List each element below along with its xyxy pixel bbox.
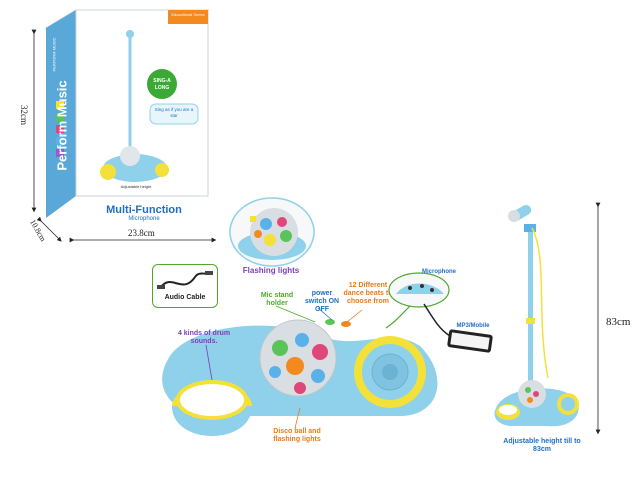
flashing-lights-label: Flashing lights: [242, 266, 300, 275]
mic-stand-holder-label: Mic stand holder: [260, 292, 294, 307]
box-badge-line-2: LONG: [154, 85, 170, 91]
audio-cable-icon: [157, 271, 213, 289]
box-bubble-text: Sing as if you are a star: [154, 107, 194, 118]
box-badge-line-1: SING-A: [153, 78, 171, 84]
box-front-title: Multi-Function: [106, 204, 182, 216]
dance-beats-label: 12 Different dance beats to choose from: [343, 282, 393, 305]
box-width-label: 23.8cm: [128, 228, 155, 238]
disco-ball-label: Disco ball and flashing lights: [273, 428, 321, 443]
flashing-lights-inset: [228, 196, 316, 276]
audio-cable-inset: Audio Cable: [152, 264, 218, 308]
toy-base-main: [150, 296, 450, 476]
mp3-mobile-label: MP3/Mobile: [456, 323, 490, 329]
microphone-jack-inset: [388, 272, 450, 308]
product-box: Perform Music PERFORM MUSIC Educational …: [40, 6, 215, 231]
power-switch-label: power switch ON OFF: [304, 290, 340, 313]
microphone-label: Microphone: [422, 269, 456, 275]
box-front-bottom: Adjustable height: [120, 184, 152, 189]
full-stand-toy: [488, 198, 588, 438]
adjustable-height-label: Adjustable height till to 83cm: [503, 438, 581, 453]
mobile-phone-icon: [423, 303, 493, 353]
stand-height-label: 83cm: [606, 316, 631, 328]
audio-cable-label: Audio Cable: [164, 294, 206, 301]
box-corner-tag: Educational Series: [171, 12, 205, 17]
drum-sounds-label: 4 kinds of drum sounds.: [177, 330, 231, 345]
box-front-subtitle: Microphone: [128, 216, 160, 222]
